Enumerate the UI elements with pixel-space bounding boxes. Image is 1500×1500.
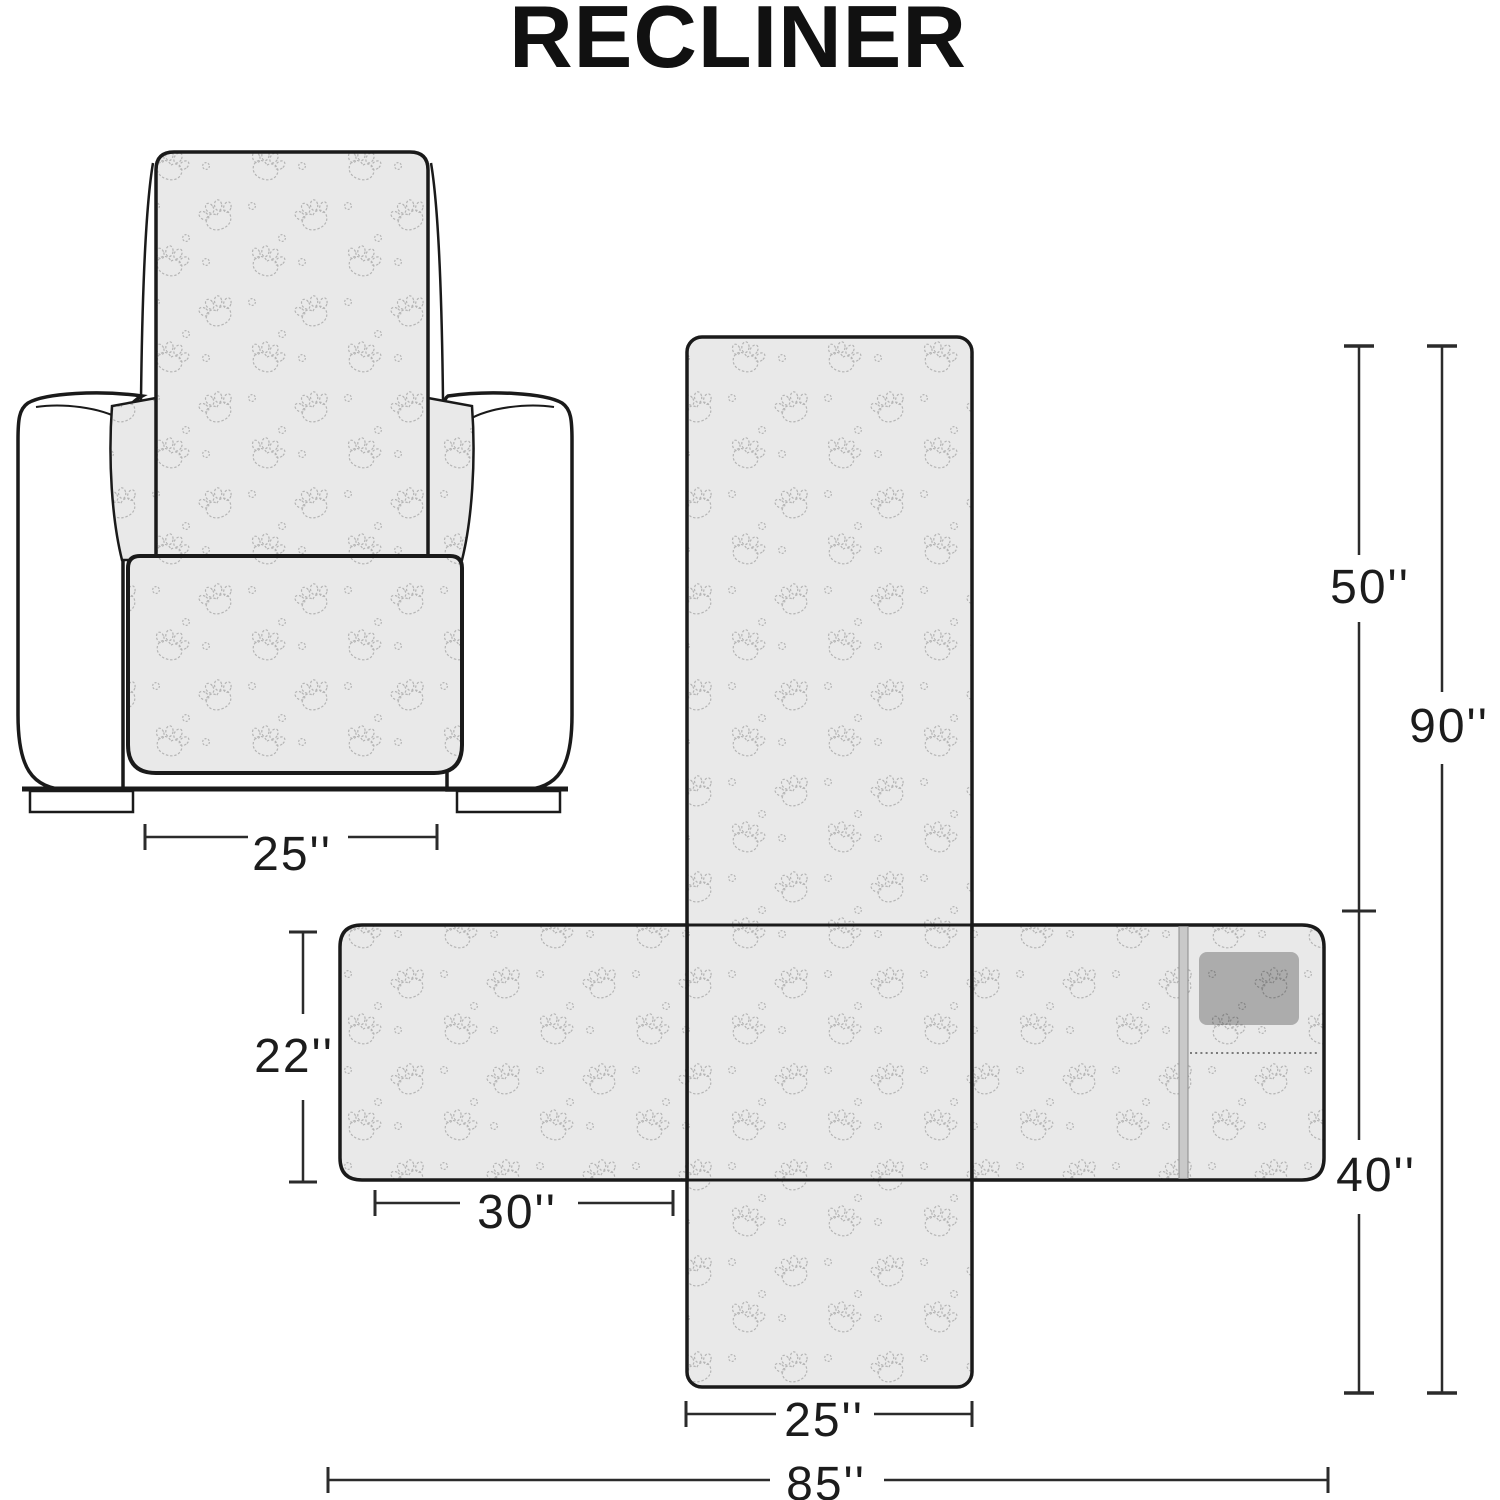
dim-label-chair-seat-width: 25'' [252,828,332,881]
dimension-annotations [143,344,1457,1493]
chair-back-frame-line-right [429,162,445,401]
chair-back-frame-line-left [139,162,155,401]
dim-label-seat-front-length: 40'' [1336,1149,1416,1202]
page-title: RECLINER [509,0,967,86]
cover-left-flap [338,923,689,1182]
cover-side-seam-band [1178,926,1189,1179]
cover-left-arm-panel [109,396,158,562]
dim-label-side-flap-width: 30'' [477,1186,557,1239]
dim-line-center-25 [684,1401,974,1427]
cover-right-arm-panel [426,396,475,562]
flat-cover-layout [338,335,1326,1389]
cover-pocket [1199,952,1299,1025]
dim-line-back-50 [1342,344,1376,913]
dim-label-center-strip-width: 25'' [784,1394,864,1447]
cover-right-flap [970,923,1326,1182]
chair-right-arm-roll-line [467,404,555,421]
dim-label-backrest-length: 50'' [1330,561,1410,614]
dim-line-flap-22 [289,930,317,1184]
chair-leg-left [28,789,135,814]
cover-backrest-panel [154,150,430,562]
dim-label-total-length: 90'' [1409,700,1489,753]
chair-leg-right [455,789,562,814]
dim-line-front-40 [1344,911,1374,1395]
dim-label-side-flap-height: 22'' [254,1030,334,1083]
dim-line-total-90 [1427,344,1457,1395]
recliner-chair-illustration [16,150,574,814]
dim-line-chair-25 [143,824,439,850]
dim-label-total-width: 85'' [786,1458,866,1500]
cover-center-strip [685,335,974,1389]
dim-line-flap-30 [373,1190,675,1216]
dim-line-total-85 [326,1467,1330,1493]
cover-seat-panel [126,554,464,775]
